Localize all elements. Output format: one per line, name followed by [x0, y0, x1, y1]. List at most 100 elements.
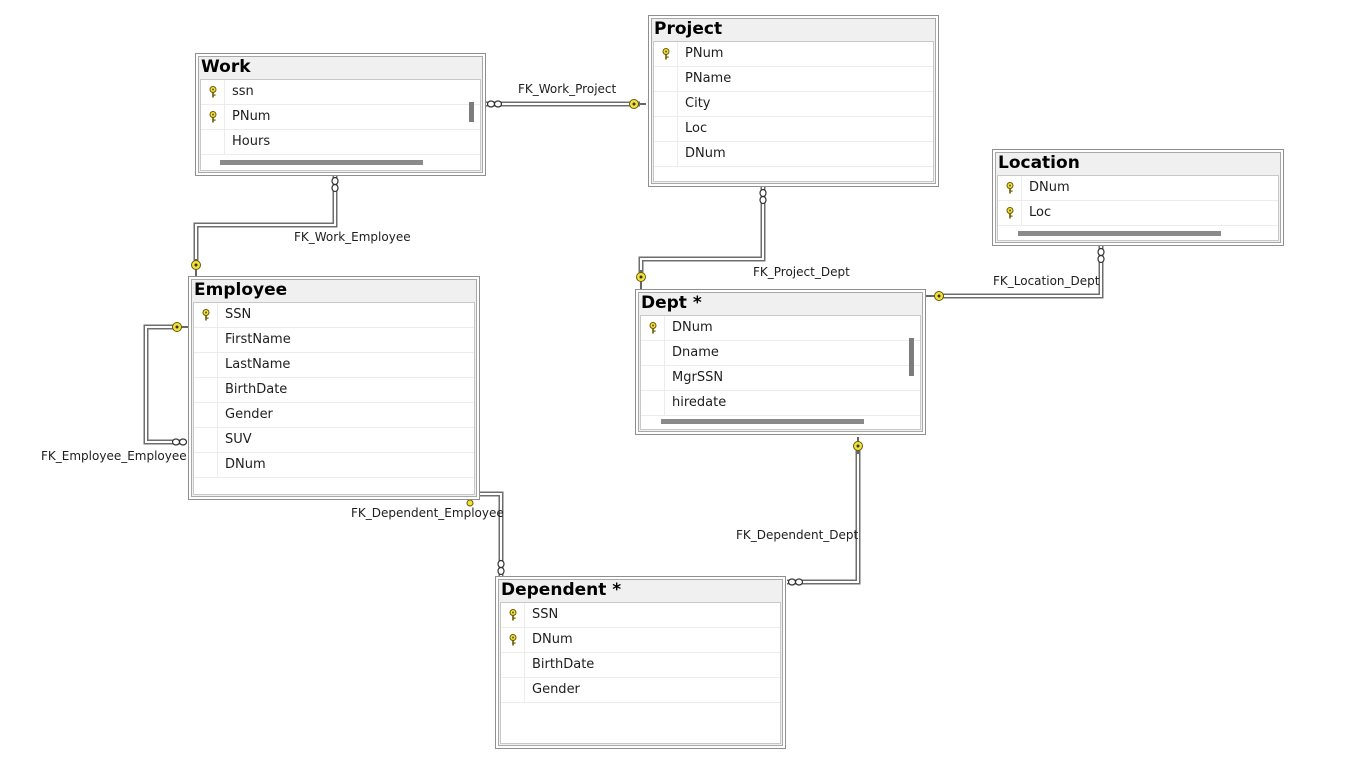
row-selector[interactable]: [998, 201, 1022, 225]
row-selector[interactable]: [641, 366, 665, 390]
key-end-icon: [466, 499, 474, 507]
row-selector[interactable]: [641, 341, 665, 365]
row-selector[interactable]: [501, 678, 525, 702]
horizontal-scrollbar[interactable]: [1018, 231, 1221, 236]
column-row[interactable]: Gender: [194, 403, 474, 428]
column-name: PName: [685, 71, 732, 86]
column-row[interactable]: DNum: [641, 316, 920, 341]
horizontal-scrollbar[interactable]: [220, 160, 423, 165]
column-name: BirthDate: [532, 657, 595, 672]
fk-employee-employee-label[interactable]: FK_Employee_Employee: [41, 449, 187, 463]
fk-dependent-employee-label[interactable]: FK_Dependent_Employee: [351, 506, 504, 520]
row-selector[interactable]: [654, 117, 678, 141]
many-end-icon: [331, 176, 339, 193]
row-selector[interactable]: [654, 92, 678, 116]
column-row[interactable]: BirthDate: [194, 378, 474, 403]
row-selector[interactable]: [654, 142, 678, 166]
column-name: SSN: [532, 607, 559, 622]
key-end-icon: [853, 437, 863, 454]
column-row[interactable]: FirstName: [194, 328, 474, 353]
row-selector[interactable]: [194, 378, 218, 402]
column-name: Gender: [225, 407, 273, 422]
row-selector[interactable]: [654, 67, 678, 91]
column-row[interactable]: DNum: [194, 453, 474, 478]
row-selector[interactable]: [501, 628, 525, 652]
fk-project-dept-label[interactable]: FK_Project_Dept: [753, 265, 850, 279]
row-selector[interactable]: [194, 453, 218, 477]
column-row[interactable]: BirthDate: [501, 653, 780, 678]
row-selector[interactable]: [201, 130, 225, 154]
row-selector[interactable]: [654, 42, 678, 66]
column-row[interactable]: SUV: [194, 428, 474, 453]
key-end-icon: [629, 99, 646, 109]
primary-key-icon: [1006, 207, 1014, 219]
row-selector[interactable]: [501, 603, 525, 627]
row-selector[interactable]: [194, 303, 218, 327]
column-row[interactable]: PName: [654, 67, 933, 92]
row-selector[interactable]: [641, 316, 665, 340]
column-name: Loc: [685, 121, 708, 136]
column-row[interactable]: Loc: [998, 201, 1278, 226]
relationship-line-employee-employee[interactable]: [143, 324, 184, 445]
row-selector[interactable]: [194, 353, 218, 377]
table-title: Work: [201, 57, 251, 77]
column-row[interactable]: Loc: [654, 117, 933, 142]
fk-work-project-label[interactable]: FK_Work_Project: [518, 82, 617, 96]
key-end-icon: [636, 270, 646, 289]
column-row[interactable]: Dname: [641, 341, 920, 366]
table-title: Project: [654, 19, 723, 39]
column-row[interactable]: LastName: [194, 353, 474, 378]
column-row[interactable]: ssn: [201, 80, 480, 105]
vertical-scrollbar[interactable]: [909, 338, 914, 376]
column-row[interactable]: DNum: [998, 176, 1278, 201]
column-row[interactable]: PNum: [201, 105, 480, 130]
column-row[interactable]: Hours: [201, 130, 480, 155]
column-row[interactable]: SSN: [501, 603, 780, 628]
row-selector[interactable]: [194, 403, 218, 427]
row-selector[interactable]: [998, 176, 1022, 200]
row-selector[interactable]: [501, 653, 525, 677]
vertical-scrollbar[interactable]: [469, 102, 474, 122]
column-row[interactable]: PNum: [654, 42, 933, 67]
column-name: BirthDate: [225, 382, 288, 397]
row-selector[interactable]: [641, 391, 665, 415]
column-row[interactable]: DNum: [654, 142, 933, 167]
column-row[interactable]: Gender: [501, 678, 780, 703]
relationship-line-project-dept[interactable]: [638, 187, 766, 280]
column-row[interactable]: MgrSSN: [641, 366, 920, 391]
relationship-line-work-employee[interactable]: [193, 176, 338, 268]
column-row[interactable]: SSN: [194, 303, 474, 328]
relationship-line-dependent-dept[interactable]: [787, 447, 861, 585]
horizontal-scrollbar[interactable]: [661, 419, 864, 424]
fk-location-dept-label[interactable]: FK_Location_Dept: [993, 274, 1100, 288]
row-selector[interactable]: [194, 328, 218, 352]
fk-dependent-dept-label[interactable]: FK_Dependent_Dept: [736, 528, 859, 542]
column-name: hiredate: [672, 395, 727, 410]
column-row[interactable]: hiredate: [641, 391, 920, 416]
table-title: Employee: [194, 280, 288, 300]
column-name: DNum: [225, 457, 266, 472]
column-name: DNum: [672, 320, 713, 335]
column-row[interactable]: DNum: [501, 628, 780, 653]
primary-key-icon: [1006, 182, 1014, 194]
table-title: Dependent *: [501, 580, 622, 600]
column-row[interactable]: City: [654, 92, 933, 117]
key-end-icon: [172, 322, 189, 332]
relationship-line-dependent-employee[interactable]: [480, 491, 504, 576]
row-selector[interactable]: [201, 105, 225, 129]
fk-work-employee-label[interactable]: FK_Work_Employee: [294, 230, 411, 244]
row-selector[interactable]: [201, 80, 225, 104]
row-selector[interactable]: [194, 428, 218, 452]
